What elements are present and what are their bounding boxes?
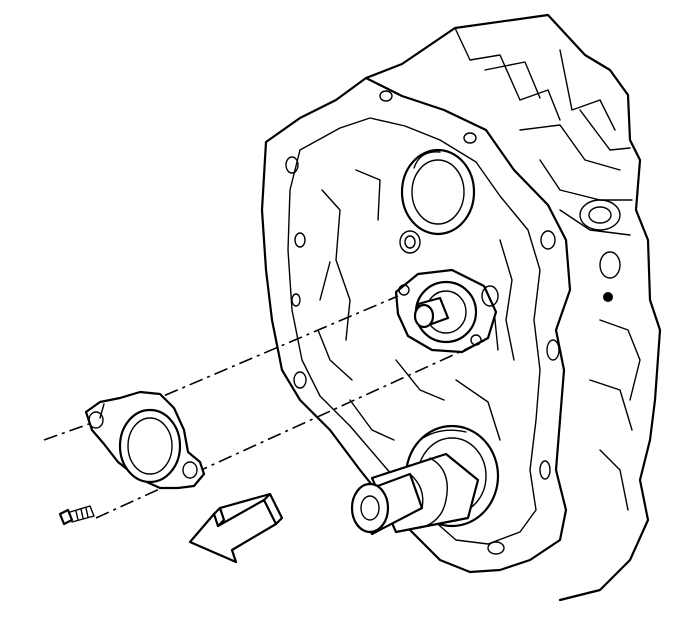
direction-arrow-icon — [188, 492, 284, 564]
assembly-lines — [43, 295, 487, 519]
engine-block — [364, 13, 662, 602]
crankshaft-snout — [350, 452, 480, 536]
bolt — [58, 505, 95, 526]
camshaft-thrust-plate — [84, 390, 206, 490]
